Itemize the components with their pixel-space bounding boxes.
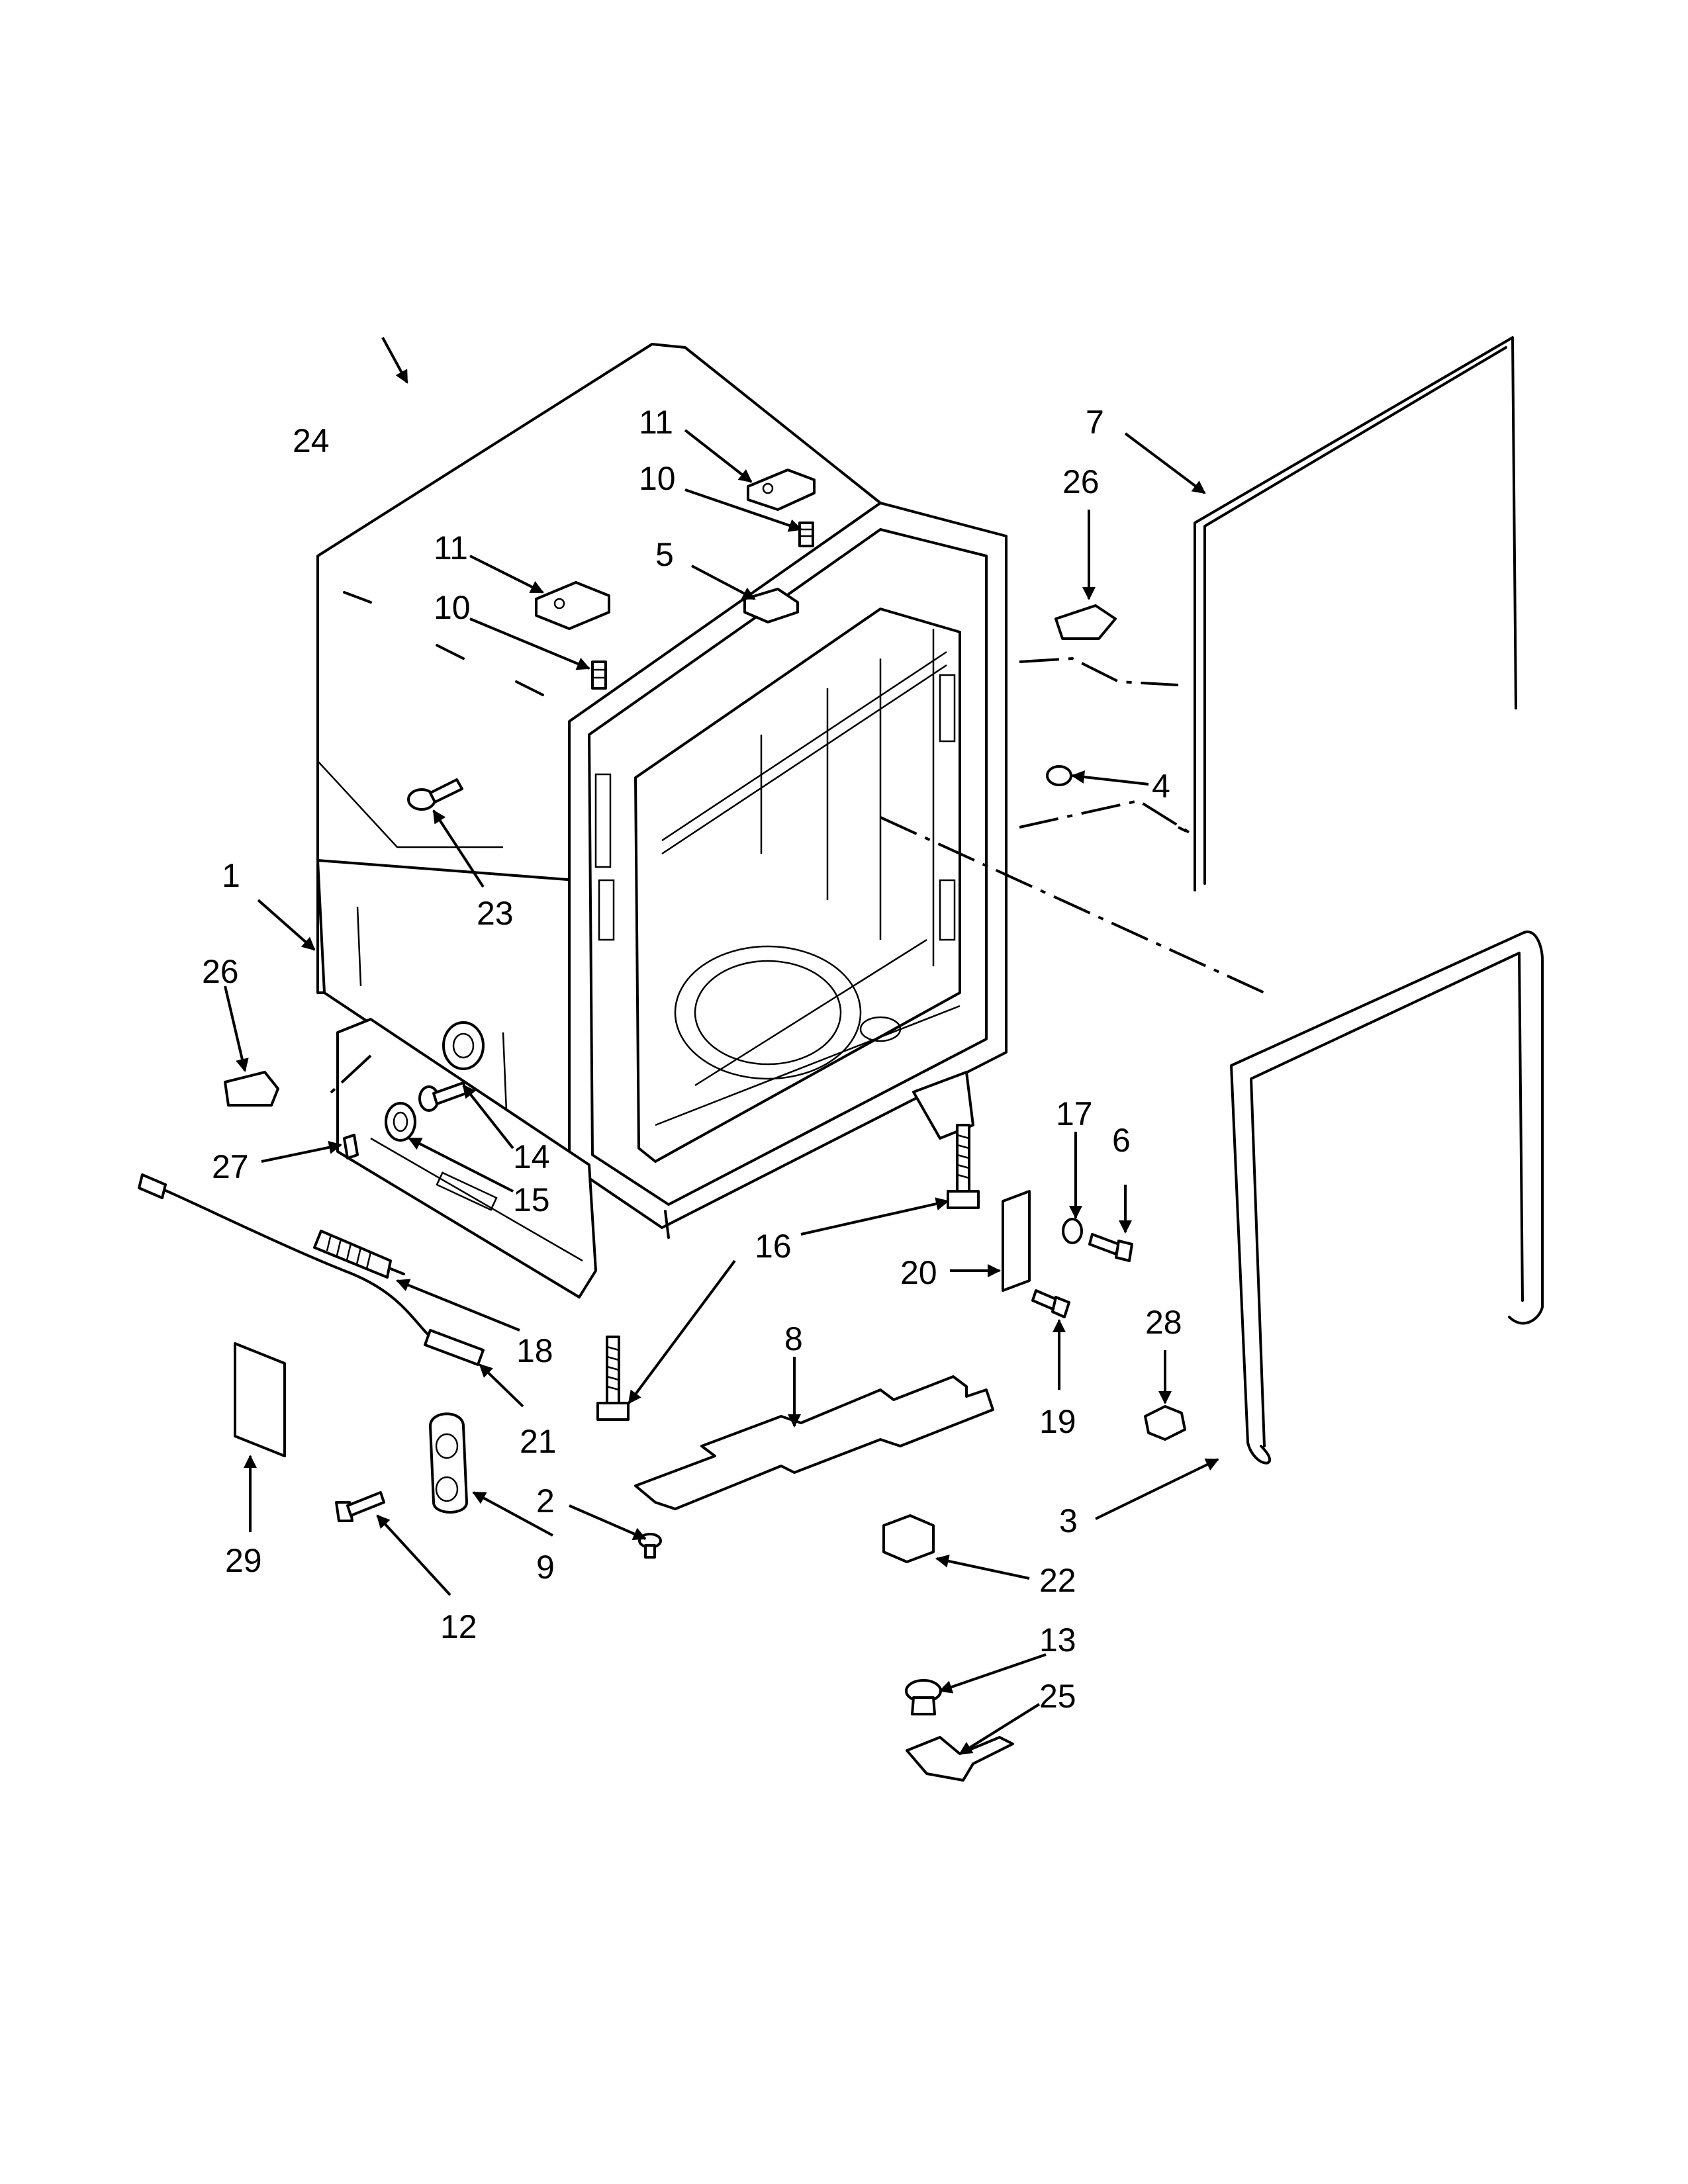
callout-8: 8 bbox=[784, 1320, 803, 1357]
corner-cap-right bbox=[1055, 604, 1117, 640]
clip-28 bbox=[1144, 1405, 1186, 1441]
callout-4: 4 bbox=[1152, 768, 1170, 805]
corner-cap-left bbox=[224, 1071, 279, 1107]
callout-19: 19 bbox=[1039, 1403, 1076, 1440]
tub-side-port bbox=[442, 1021, 485, 1070]
callout-20: 20 bbox=[900, 1254, 937, 1291]
callout-2: 2 bbox=[536, 1482, 555, 1520]
callout-10-top: 10 bbox=[639, 460, 676, 497]
callout-24: 24 bbox=[293, 422, 330, 459]
callout-13: 13 bbox=[1039, 1621, 1076, 1659]
door-spring bbox=[313, 1230, 405, 1279]
label-card-29 bbox=[234, 1342, 286, 1457]
callout-22: 22 bbox=[1039, 1562, 1076, 1599]
callout-5: 5 bbox=[655, 536, 674, 573]
bracket-25 bbox=[906, 1736, 1014, 1782]
callout-labels: 24 11 10 11 10 5 7 26 4 1 23 26 27 14 15… bbox=[202, 404, 1182, 1715]
callout-11-side: 11 bbox=[434, 529, 468, 567]
callout-15: 15 bbox=[513, 1181, 550, 1218]
bolt-12 bbox=[335, 1491, 385, 1522]
bracket-27 bbox=[343, 1134, 359, 1160]
hinge-bracket-side bbox=[535, 581, 610, 630]
leveling-leg-left bbox=[596, 1336, 630, 1421]
hinge-bracket-top bbox=[747, 469, 816, 511]
callout-6: 6 bbox=[1112, 1122, 1131, 1159]
callout-3: 3 bbox=[1059, 1502, 1078, 1539]
callout-14: 14 bbox=[513, 1138, 550, 1175]
grommet-15 bbox=[385, 1102, 416, 1142]
callout-29: 29 bbox=[225, 1542, 262, 1579]
sump-opening bbox=[674, 945, 862, 1080]
callout-26-left: 26 bbox=[202, 953, 239, 990]
clip-22 bbox=[882, 1514, 935, 1563]
callout-1: 1 bbox=[222, 857, 240, 894]
callout-7: 7 bbox=[1086, 404, 1104, 441]
plug-4 bbox=[1046, 765, 1072, 786]
bracket-9 bbox=[429, 1412, 468, 1514]
plate-20 bbox=[1002, 1190, 1031, 1292]
bottom-gasket-3 bbox=[1230, 931, 1544, 1444]
leveling-leg-right bbox=[947, 1124, 980, 1209]
callout-9: 9 bbox=[536, 1549, 555, 1586]
callout-23: 23 bbox=[477, 895, 514, 932]
callout-18: 18 bbox=[516, 1332, 553, 1369]
clip-5 bbox=[743, 588, 799, 623]
callout-27: 27 bbox=[212, 1148, 249, 1185]
screw-10-side bbox=[591, 660, 607, 690]
callout-28: 28 bbox=[1145, 1304, 1182, 1341]
leader-lines bbox=[224, 337, 1219, 1755]
washer-17 bbox=[1062, 1218, 1083, 1244]
callout-25: 25 bbox=[1039, 1678, 1076, 1715]
sensor-13 bbox=[905, 1679, 942, 1715]
callout-10-side: 10 bbox=[434, 589, 471, 626]
blanket-fastener bbox=[407, 778, 463, 811]
callout-12: 12 bbox=[440, 1608, 477, 1645]
callout-11-top: 11 bbox=[639, 404, 673, 441]
bottom-panel-8 bbox=[634, 1375, 994, 1510]
callout-21: 21 bbox=[520, 1423, 557, 1460]
callout-26-right: 26 bbox=[1062, 463, 1100, 500]
screw-6 bbox=[1088, 1233, 1133, 1262]
callout-17: 17 bbox=[1056, 1095, 1093, 1132]
callout-16: 16 bbox=[755, 1228, 792, 1265]
door-cable bbox=[138, 1173, 485, 1366]
top-gasket-7 bbox=[1194, 336, 1517, 891]
screw-19 bbox=[1031, 1289, 1070, 1318]
screw-10-top bbox=[798, 522, 814, 547]
